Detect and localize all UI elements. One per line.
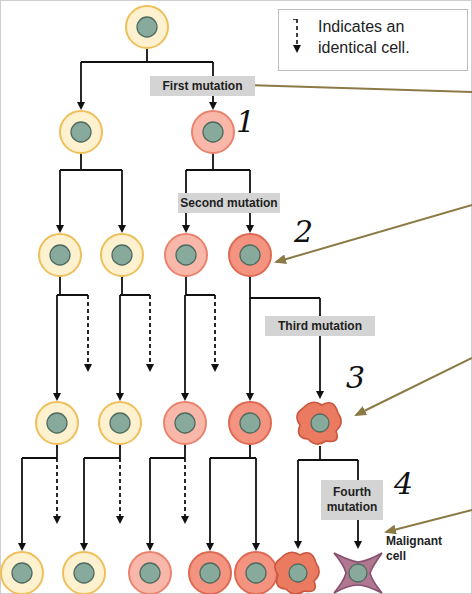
mutation-box-body: First mutation — [163, 79, 243, 94]
malignant-cell — [334, 553, 382, 593]
lineage-line — [250, 276, 320, 298]
lineage-arrow — [83, 458, 85, 549]
identical-cell-arrow — [149, 295, 151, 370]
normal-cell — [1, 552, 43, 594]
lineage-arrow — [209, 458, 211, 549]
mutation-label: Second mutation — [180, 196, 277, 211]
irregular-cell — [275, 552, 319, 594]
lineage-line — [186, 153, 250, 170]
lineage-arrow — [184, 295, 186, 399]
pointer-line — [356, 358, 472, 415]
lineage-line — [22, 444, 57, 458]
identical-cell-arrow — [56, 458, 58, 522]
callout-number: 2 — [294, 216, 313, 248]
mutation-box: First mutation — [150, 76, 255, 96]
pointer-line — [276, 205, 472, 262]
lineage-arrow — [119, 295, 121, 399]
lineage-arrow — [21, 458, 23, 549]
lineage-line — [81, 49, 213, 62]
normal-cell — [99, 402, 141, 444]
pointer-line — [386, 510, 472, 532]
dashed-arrow-sample — [293, 19, 297, 45]
mutated-cell — [189, 552, 231, 594]
lineage-arrow — [255, 458, 257, 549]
lineage-line — [120, 276, 150, 295]
pointer-line — [242, 85, 472, 92]
lineage-arrow — [56, 295, 58, 399]
callout-number: 3 — [346, 362, 365, 394]
annotation-pointers — [242, 85, 472, 532]
mutation-box: Second mutation — [178, 193, 280, 213]
lineage-line — [60, 153, 122, 170]
cells — [1, 6, 382, 594]
mutation-box-body: Fourth mutation — [323, 485, 381, 515]
identical-cell-arrow — [214, 295, 216, 370]
lineage-line — [210, 444, 256, 458]
mutated-cell — [229, 234, 271, 276]
lineage-arrow — [80, 62, 82, 108]
normal-cell — [60, 111, 102, 153]
mutation-box-body: Third mutation — [278, 319, 362, 334]
lineage-arrow — [59, 170, 61, 231]
mutated-cell — [164, 402, 206, 444]
lineage-line — [298, 446, 358, 460]
lineage-arrow — [249, 298, 251, 399]
legend-text: Indicates an identical cell. — [318, 16, 446, 58]
lineage-arrow — [319, 298, 321, 397]
mutation-label: First mutation — [163, 79, 243, 94]
mutation-box: Fourth mutation — [321, 480, 383, 520]
lineage-arrow — [149, 458, 151, 549]
mutated-cell — [229, 402, 271, 444]
mutated-cell — [235, 552, 277, 594]
lineage-arrow — [121, 170, 123, 231]
lineage-line — [57, 276, 88, 295]
mutated-cell — [129, 552, 171, 594]
mutated-cell — [192, 111, 234, 153]
arrowhead-sample — [293, 45, 301, 53]
identical-cell-arrow — [184, 458, 186, 522]
mutated-cell — [165, 234, 207, 276]
identical-cell-arrow — [119, 458, 121, 522]
callout-number: 4 — [394, 468, 413, 500]
mutation-label: Third mutation — [278, 319, 362, 334]
normal-cell — [63, 552, 105, 594]
mutation-box: Third mutation — [265, 316, 375, 336]
callout-number: 1 — [236, 106, 255, 138]
irregular-cell — [297, 402, 341, 444]
lineage-lines — [22, 49, 358, 549]
normal-cell — [126, 6, 168, 48]
lineage-arrow — [297, 460, 299, 547]
normal-cell — [36, 402, 78, 444]
lineage-line — [84, 444, 120, 458]
lineage-line — [185, 276, 215, 295]
mutation-label: Fourth mutation — [323, 485, 381, 515]
legend-swatch — [289, 19, 305, 55]
mutation-box-body: Second mutation — [180, 196, 277, 211]
lineage-line — [150, 444, 185, 458]
normal-cell — [101, 234, 143, 276]
normal-cell — [39, 234, 81, 276]
cell-label: Malignant cell — [386, 534, 450, 564]
identical-cell-arrow — [87, 295, 89, 370]
